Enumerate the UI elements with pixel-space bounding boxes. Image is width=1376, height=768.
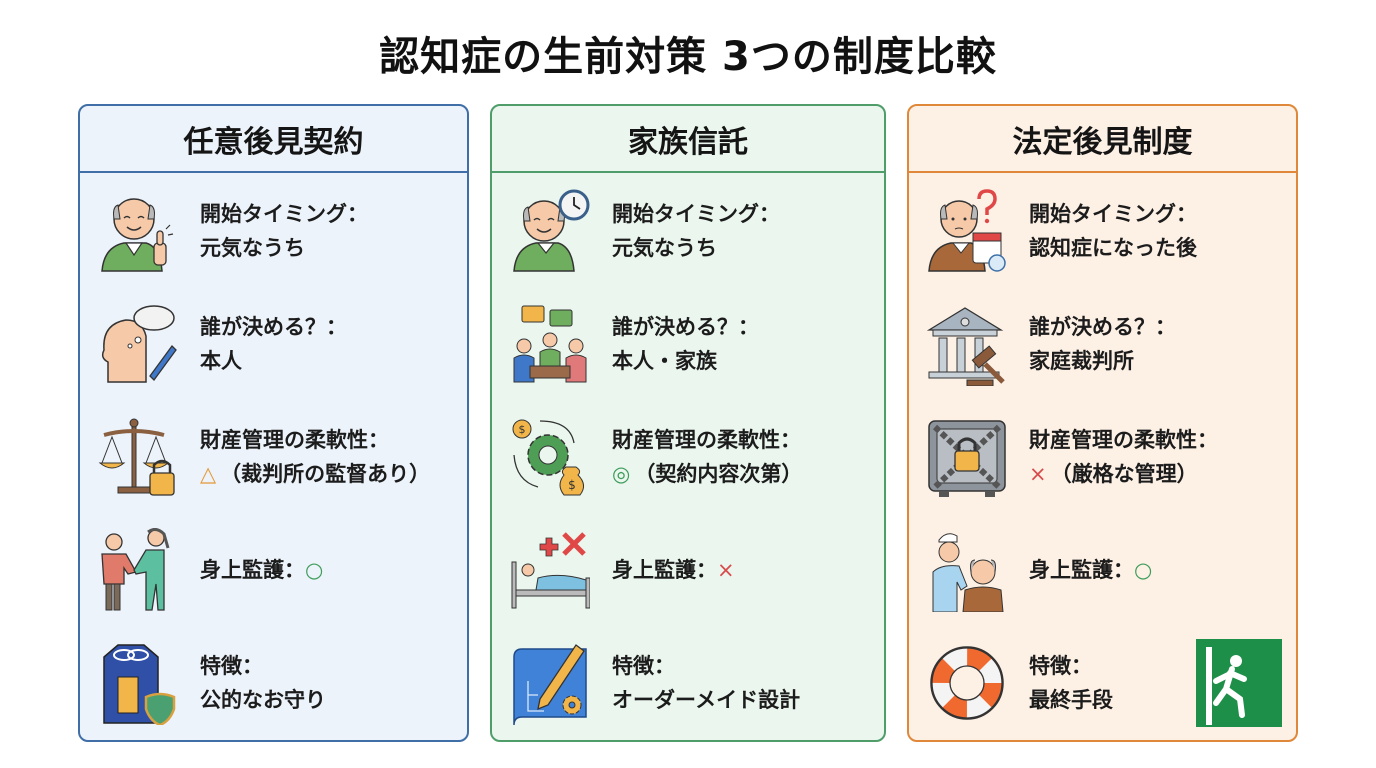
- row-feature: 特徴： 公的なお守り: [80, 628, 467, 738]
- chained-safe-icon: [928, 420, 1006, 497]
- elderly-clock-icon: [513, 189, 590, 272]
- double-circle-mark: ◎: [612, 462, 631, 486]
- elderly-thumbs-up-icon: [101, 198, 174, 272]
- svg-text:$: $: [519, 423, 526, 436]
- handshake-people-icon: [101, 528, 170, 611]
- row-text: 財産管理の柔軟性： ◎（契約内容次第）: [612, 423, 802, 491]
- row-feature: 特徴： 最終手段: [909, 628, 1296, 738]
- row-label: 誰が決める？：: [1029, 315, 1176, 339]
- row-label: 特徴：: [200, 654, 263, 678]
- row-text: 身上監護：○: [1029, 515, 1156, 625]
- row-label: 開始タイミング：: [612, 202, 780, 226]
- row-text: 誰が決める？： 本人・家族: [612, 310, 759, 378]
- row-value: 本人: [200, 349, 242, 373]
- row-value: （裁判所の監督あり）: [220, 462, 431, 486]
- row-text: 身上監護：○: [200, 515, 327, 625]
- row-feature: 特徴： オーダーメイド設計: [492, 628, 884, 738]
- row-who-decides: 誰が決める？： 本人・家族: [492, 289, 884, 399]
- row-value: 元気なうち: [200, 236, 305, 260]
- row-value: 認知症になった後: [1029, 236, 1197, 260]
- omamori-shield-icon: [103, 644, 176, 725]
- row-text: 開始タイミング： 元気なうち: [200, 197, 368, 265]
- emergency-exit-icon: [1196, 639, 1282, 727]
- row-label: 開始タイミング：: [1029, 202, 1197, 226]
- row-text: 誰が決める？： 家庭裁判所: [1029, 310, 1176, 378]
- row-label: 財産管理の柔軟性：: [1029, 428, 1218, 452]
- row-who-decides: 誰が決める？： 本人: [80, 289, 467, 399]
- hospital-bed-cross-icon: [511, 532, 590, 609]
- row-text: 財産管理の柔軟性： △（裁判所の監督あり）: [200, 423, 430, 491]
- thinking-head-pen-icon: [101, 305, 177, 383]
- column-nini-kouken: 任意後見契約 開始タイミング： 元気なうち: [78, 104, 469, 742]
- gear-money-cycle-icon: $ $: [512, 419, 584, 496]
- row-value: 元気なうち: [612, 236, 717, 260]
- column-houtei-kouken: 法定後見制度 開始タイミング： 認知症になった後: [907, 104, 1298, 742]
- family-meeting-icon: [513, 305, 587, 383]
- row-label: 身上監護：: [200, 558, 305, 582]
- column-header: 任意後見契約: [80, 106, 467, 173]
- life-ring-icon: [930, 646, 1004, 720]
- row-label: 財産管理の柔軟性：: [612, 428, 801, 452]
- row-label: 財産管理の柔軟性：: [200, 428, 389, 452]
- row-personal-care: 身上監護：×: [492, 515, 884, 625]
- row-text: 財産管理の柔軟性： ×（厳格な管理）: [1029, 423, 1218, 491]
- row-label: 身上監護：: [612, 558, 717, 582]
- column-header: 家族信託: [492, 106, 884, 173]
- column-header: 法定後見制度: [909, 106, 1296, 173]
- row-value: （契約内容次第）: [634, 462, 803, 486]
- circle-mark: ○: [305, 558, 324, 582]
- row-text: 特徴： 公的なお守り: [200, 649, 326, 717]
- row-start-timing: 開始タイミング： 認知症になった後: [909, 176, 1296, 286]
- row-text: 開始タイミング： 元気なうち: [612, 197, 780, 265]
- row-value: 本人・家族: [612, 349, 717, 373]
- cross-mark: ×: [1029, 462, 1047, 486]
- row-start-timing: 開始タイミング： 元気なうち: [492, 176, 884, 286]
- scales-lock-icon: [98, 418, 175, 496]
- row-label: 特徴：: [1029, 654, 1092, 678]
- row-who-decides: 誰が決める？： 家庭裁判所: [909, 289, 1296, 399]
- row-text: 特徴： オーダーメイド設計: [612, 649, 800, 717]
- row-text: 身上監護：×: [612, 515, 739, 625]
- page-title: 認知症の生前対策 3つの制度比較: [379, 34, 997, 80]
- row-value: オーダーメイド設計: [612, 688, 801, 712]
- row-personal-care: 身上監護：○: [80, 515, 467, 625]
- row-text: 開始タイミング： 認知症になった後: [1029, 197, 1197, 265]
- row-label: 身上監護：: [1029, 558, 1134, 582]
- row-label: 誰が決める？：: [612, 315, 759, 339]
- row-label: 誰が決める？：: [200, 315, 347, 339]
- row-start-timing: 開始タイミング： 元気なうち: [80, 176, 467, 286]
- triangle-mark: △: [200, 462, 217, 486]
- row-asset-flexibility: 財産管理の柔軟性： ×（厳格な管理）: [909, 402, 1296, 512]
- row-label: 開始タイミング：: [200, 202, 368, 226]
- column-kazoku-shintaku: 家族信託 開始タイミング： 元気なうち: [490, 104, 886, 742]
- row-value: 公的なお守り: [200, 688, 326, 712]
- row-asset-flexibility: 財産管理の柔軟性： △（裁判所の監督あり）: [80, 402, 467, 512]
- cross-mark: ×: [717, 558, 735, 582]
- circle-mark: ○: [1134, 558, 1153, 582]
- elderly-question-calendar-icon: [928, 189, 1006, 272]
- blueprint-pencil-icon: [513, 644, 587, 725]
- courthouse-gavel-icon: [927, 307, 1005, 386]
- row-value: （厳格な管理）: [1050, 462, 1198, 486]
- row-asset-flexibility: $ $ 財産管理の柔軟性： ◎（契約内容次第）: [492, 402, 884, 512]
- row-value: 家庭裁判所: [1029, 349, 1134, 373]
- nurse-elderly-icon: [932, 533, 1004, 612]
- row-text: 特徴： 最終手段: [1029, 649, 1113, 717]
- row-value: 最終手段: [1029, 688, 1113, 712]
- row-text: 誰が決める？： 本人: [200, 310, 347, 378]
- row-label: 特徴：: [612, 654, 675, 678]
- row-personal-care: 身上監護：○: [909, 515, 1296, 625]
- svg-text:$: $: [568, 478, 576, 492]
